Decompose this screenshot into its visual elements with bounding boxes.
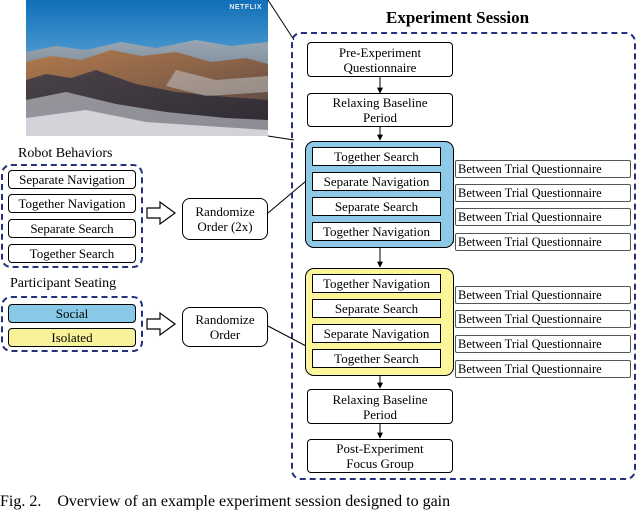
block2-trial-3: Separate Navigation [312,324,441,343]
block1-trial-1: Together Search [312,147,441,166]
behavior-item: Together Navigation [8,194,136,213]
session-title: Experiment Session [386,8,530,27]
between-trial-questionnaire: Between Trial Questionnaire [455,184,631,202]
seating-isolated: Isolated [8,328,136,347]
behavior-item: Separate Navigation [8,170,136,189]
behavior-item: Together Search [8,244,136,263]
participant-seating-title: Participant Seating [10,276,117,291]
between-trial-questionnaire: Between Trial Questionnaire [455,310,631,328]
watermark-logo: NETFLIX [229,4,262,11]
mountain-landscape-image [26,0,268,136]
robot-behaviors-title: Robot Behaviors [18,146,113,161]
between-trial-questionnaire: Between Trial Questionnaire [455,286,631,304]
robot-behaviors-group [1,164,143,268]
session-group [291,32,636,480]
block1-trial-4: Together Navigation [312,222,441,241]
behavior-item: Separate Search [8,219,136,238]
block2-trial-4: Together Search [312,349,441,368]
block1-trial-2: Separate Navigation [312,172,441,191]
block2-trial-2: Separate Search [312,299,441,318]
participant-seating-group [1,296,143,352]
between-trial-questionnaire: Between Trial Questionnaire [455,335,631,353]
hollow-arrow-icon [146,311,177,337]
between-trial-questionnaire: Between Trial Questionnaire [455,233,631,251]
between-trial-questionnaire: Between Trial Questionnaire [455,360,631,378]
block2-trial-1: Together Navigation [312,274,441,293]
between-trial-questionnaire: Between Trial Questionnaire [455,160,631,178]
video-thumbnail: NETFLIX [26,0,268,136]
figure-caption: Fig. 2. Overview of an example experimen… [0,493,451,510]
between-trial-questionnaire: Between Trial Questionnaire [455,208,631,226]
block1-trial-3: Separate Search [312,197,441,216]
hollow-arrow-icon [146,200,177,226]
seating-social: Social [8,304,136,323]
